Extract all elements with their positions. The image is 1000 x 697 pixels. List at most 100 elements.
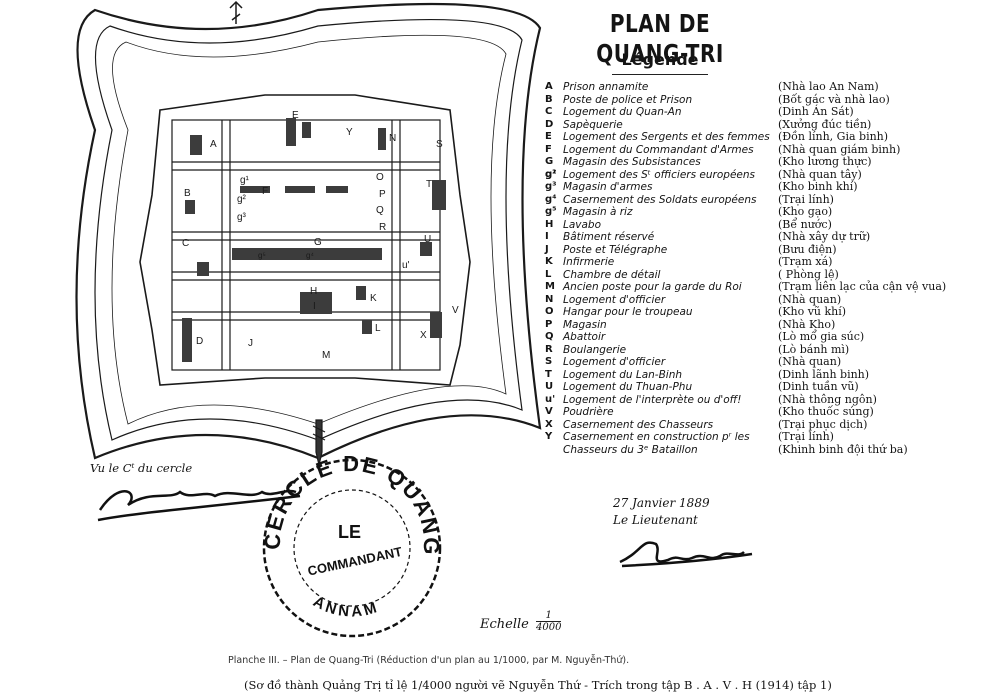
map-label-g2: g²	[237, 194, 247, 205]
legend-code: T	[545, 368, 552, 380]
legend-vietnamese: (Lò bánh mì)	[778, 342, 850, 356]
building	[362, 320, 372, 334]
legend-code: X	[545, 418, 553, 430]
map-label-B: B	[184, 188, 191, 199]
legend-vietnamese: (Kho gạo)	[778, 205, 833, 218]
legend-description: Logement d'officier	[563, 356, 666, 368]
legend-vietnamese: ( Phòng lệ)	[778, 267, 839, 281]
legend-heading: Légende	[621, 50, 699, 69]
legend-code: K	[545, 256, 553, 267]
legend-code: g⁵	[545, 206, 557, 217]
legend-vietnamese: (Nhà quan)	[778, 355, 842, 368]
legend-vietnamese: (Trại phục dịch)	[778, 417, 868, 431]
legend-code: N	[545, 293, 554, 305]
buildings	[182, 118, 446, 362]
legend-item: g³ Magasin d'armes (Kho binh khí)	[545, 180, 1000, 194]
legend-description: Casernement en construction pʳ les	[563, 431, 750, 443]
scale-denominator: 4000	[536, 622, 562, 633]
seal-bottom-text: ANNAM	[310, 593, 378, 620]
svg-text:ANNAM: ANNAM	[310, 593, 381, 620]
legend-vietnamese: (Kho binh khí)	[778, 180, 858, 193]
map-label-N: N	[389, 133, 396, 144]
map-label-I: I	[313, 301, 316, 312]
map-label-O: O	[376, 172, 384, 183]
legend-description: Abattoir	[563, 331, 606, 343]
legend-vietnamese: (Nhà quan tây)	[778, 167, 862, 181]
legend-code: H	[545, 218, 554, 230]
map-label-P: P	[379, 189, 386, 200]
building	[185, 200, 195, 214]
map-label-R: R	[379, 222, 386, 233]
legend-description: Logement de l'interprète ou d'off!	[563, 393, 742, 406]
lieutenant-signature	[619, 541, 753, 568]
map-label-S: S	[436, 139, 443, 150]
legend-vietnamese: (Nhà Kho)	[778, 317, 836, 331]
building	[432, 180, 446, 210]
legend-code: L	[545, 268, 552, 280]
legend-description: Prison annamite	[563, 81, 649, 93]
legend-code: U	[545, 381, 554, 392]
citadel-plan: A E Y N S B F g¹ g² g³ O P Q R T C G g⁴ …	[75, 0, 542, 638]
legend-description: Poudrière	[563, 406, 614, 418]
map-label-g4: g⁴	[306, 251, 314, 260]
rampart-inner	[94, 18, 523, 441]
map-label-G: G	[314, 237, 322, 248]
legend-code: G g¹	[545, 156, 557, 180]
legend-description: Ancien poste pour la garde du Roi	[563, 281, 742, 293]
legend-description: Bâtiment réservé	[563, 231, 655, 243]
legend-vietnamese: (Đồn lính, Gia binh)	[778, 130, 889, 143]
map-label-X: X	[420, 330, 427, 341]
legend-rule	[612, 74, 708, 75]
scale-fraction: 1 4000	[536, 610, 562, 633]
seal-center-line1: LE	[338, 522, 361, 542]
map-label-K: K	[370, 293, 377, 304]
legend-vietnamese: (Dinh tuần vũ)	[778, 380, 859, 393]
legend-code: I	[545, 231, 549, 242]
scale-label: Echelle	[480, 617, 529, 632]
legend-description: Logement du Lan-Binh	[563, 368, 683, 381]
legend-code: A	[545, 81, 553, 92]
plan-date: 27 Janvier 1889	[613, 496, 710, 510]
map-label-F: F	[262, 186, 268, 197]
legend-code: g³	[545, 181, 557, 192]
map-label-Y: Y	[346, 127, 353, 138]
building	[300, 292, 332, 314]
legend-code: S	[545, 356, 553, 367]
building	[232, 248, 382, 260]
legend-description: Magasin des Subsistances	[563, 156, 701, 168]
vu-le-commandant: Vu le Cᵗ du cercle	[90, 461, 193, 475]
building	[420, 242, 432, 256]
legend-code: Q	[545, 331, 554, 342]
legend-description: Logement du Quan-An	[563, 106, 682, 118]
legend-code: D	[545, 118, 554, 130]
legend-vietnamese: (Trại lính)	[778, 430, 834, 443]
legend-code: g⁴	[545, 193, 557, 205]
inner-wall	[139, 94, 471, 386]
legend-description: Magasin d'armes	[563, 181, 653, 193]
legend-vietnamese: (Bưu điện)	[778, 242, 837, 256]
map-label-L: L	[375, 323, 381, 334]
legend-code: B	[545, 93, 553, 105]
seal-stamp: CERCLE DE QUANG-TRI ANNAM LE COMMANDANT	[260, 451, 442, 638]
legend-description: Infirmerie	[563, 256, 615, 268]
legend-item: S Logement d'officier (Nhà quan)	[545, 355, 1000, 369]
legend-description: Magasin	[563, 318, 607, 331]
map-label-T: T	[426, 179, 432, 190]
legend-description: Logement d'officier	[563, 293, 666, 306]
seal-center-line2: COMMANDANT	[306, 544, 403, 579]
map-label-g5: g⁵	[258, 251, 266, 260]
legend-description: Casernement des Soldats européens	[563, 193, 757, 206]
